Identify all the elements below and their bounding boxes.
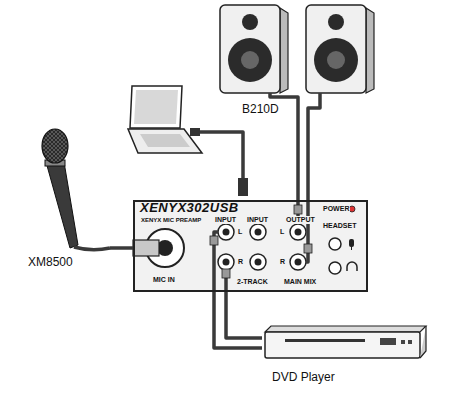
dvd-top xyxy=(265,326,426,332)
panel-label: R xyxy=(279,258,286,266)
speaker-cabinet xyxy=(220,5,280,93)
laptop-base xyxy=(128,129,202,153)
rca-plug xyxy=(210,236,218,245)
speaker-right xyxy=(306,5,374,93)
cable xyxy=(110,246,133,250)
mic-icon xyxy=(351,247,352,250)
speaker-left xyxy=(220,5,288,93)
device-label: B210D xyxy=(242,102,279,116)
jack-plug xyxy=(304,244,312,253)
woofer-cap xyxy=(327,51,345,69)
usb-cable xyxy=(200,132,243,180)
jack xyxy=(250,254,266,270)
panel-label: L xyxy=(237,228,243,236)
dvd-button xyxy=(401,340,405,344)
dvd-side xyxy=(420,326,426,358)
jack xyxy=(290,254,306,270)
mic-body xyxy=(46,162,78,248)
panel-label: XENYX MIC PREAMP xyxy=(140,216,202,224)
speaker-side xyxy=(366,8,374,93)
xlr-plug xyxy=(133,240,159,256)
speaker-cable xyxy=(308,93,320,120)
headset-jack xyxy=(329,262,341,274)
laptop xyxy=(128,86,202,153)
usb-plug xyxy=(190,128,200,136)
mic-icon xyxy=(349,239,354,247)
cable xyxy=(214,292,262,348)
jack-hole xyxy=(223,259,230,266)
cable xyxy=(226,292,262,338)
panel-label: INPUT xyxy=(246,216,269,224)
speaker-side xyxy=(280,8,288,93)
mic-grille xyxy=(42,129,68,163)
jack-hole xyxy=(295,229,302,236)
panel-label: 2-TRACK xyxy=(236,278,269,286)
disc-slot xyxy=(285,339,365,342)
microphone xyxy=(42,129,78,248)
woofer-cap xyxy=(241,51,259,69)
woofer xyxy=(228,38,272,82)
panel-label: R xyxy=(237,258,244,266)
laptop-screen xyxy=(130,86,182,128)
panel-label: L xyxy=(279,228,285,236)
mic-cable xyxy=(74,247,110,250)
speaker-cabinet xyxy=(306,5,366,93)
jack-plug xyxy=(294,205,302,214)
device-label: XM8500 xyxy=(28,255,73,269)
panel-label: HEADSET xyxy=(322,222,357,230)
dvd-player: DVD Player xyxy=(262,322,427,390)
panel-label: POWER xyxy=(322,205,350,213)
woofer xyxy=(314,38,358,82)
dvd-player xyxy=(265,326,426,358)
laptop-keyboard xyxy=(140,134,190,147)
cable xyxy=(306,120,310,200)
jack xyxy=(218,224,234,240)
tweeter xyxy=(242,14,258,30)
jack-hole xyxy=(223,229,230,236)
microphone: XM8500 xyxy=(20,123,110,273)
mixer-face xyxy=(133,200,368,292)
panel-label: MIC IN xyxy=(152,276,176,284)
speaker-pair: B210D xyxy=(212,2,377,120)
cable xyxy=(296,120,300,200)
panel-label: INPUT xyxy=(214,216,237,224)
jacks xyxy=(218,206,357,274)
dvd-button xyxy=(408,340,412,344)
rca-plug xyxy=(222,269,230,278)
jack-hole xyxy=(255,229,262,236)
jack xyxy=(250,224,266,240)
dvd-body xyxy=(265,332,420,358)
usb-plug xyxy=(238,178,248,196)
jack-hole xyxy=(255,259,262,266)
brand-logo: XENYX302USB xyxy=(140,201,239,214)
laptop-display xyxy=(134,90,178,124)
jack xyxy=(290,224,306,240)
jack xyxy=(218,254,234,270)
device-label: DVD Player xyxy=(272,370,335,384)
dvd-display xyxy=(380,338,396,345)
panel-label: OUTPUT xyxy=(285,216,316,224)
panel-label: MAIN MIX xyxy=(283,278,317,286)
headset-jack xyxy=(329,238,341,250)
headphone-icon xyxy=(347,262,357,271)
jack-hole xyxy=(295,259,302,266)
tweeter xyxy=(328,14,344,30)
